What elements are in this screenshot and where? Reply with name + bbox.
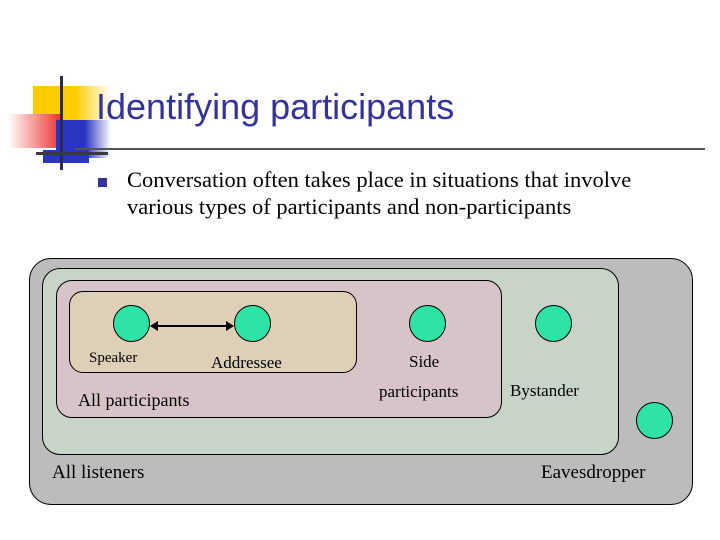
node-bystander [535, 305, 572, 342]
label-eavesdropper: Eavesdropper [541, 462, 646, 483]
node-addressee [234, 305, 271, 342]
node-side-participants [409, 305, 446, 342]
participant-roles-diagram: Speaker Addressee Side participants Byst… [0, 250, 720, 540]
node-speaker [113, 305, 150, 342]
logo-blue-gradient [85, 120, 111, 158]
label-bystander: Bystander [510, 381, 579, 400]
square-bullet-icon [98, 178, 107, 187]
label-all-participants: All participants [78, 390, 190, 410]
bullet-list-item: Conversation often takes place in situat… [98, 166, 688, 220]
title-divider [75, 148, 705, 150]
label-speaker: Speaker [89, 350, 138, 366]
label-side-participants: participants [379, 382, 459, 401]
speaker-addressee-arrow [150, 321, 234, 331]
design-logo-icon [0, 72, 111, 170]
bullet-text: Conversation often takes place in situat… [127, 167, 632, 219]
label-all-listeners: All listeners [52, 462, 145, 483]
label-addressee: Addressee [211, 353, 282, 372]
arrow-shaft [154, 325, 230, 327]
node-eavesdropper [636, 402, 673, 439]
logo-red-gradient [8, 114, 61, 148]
arrow-head-right [226, 321, 234, 331]
logo-vertical-line [60, 76, 63, 170]
logo-horizontal-line [36, 152, 108, 155]
slide-title: Identifying participants [96, 86, 455, 127]
label-side: Side [409, 352, 440, 371]
